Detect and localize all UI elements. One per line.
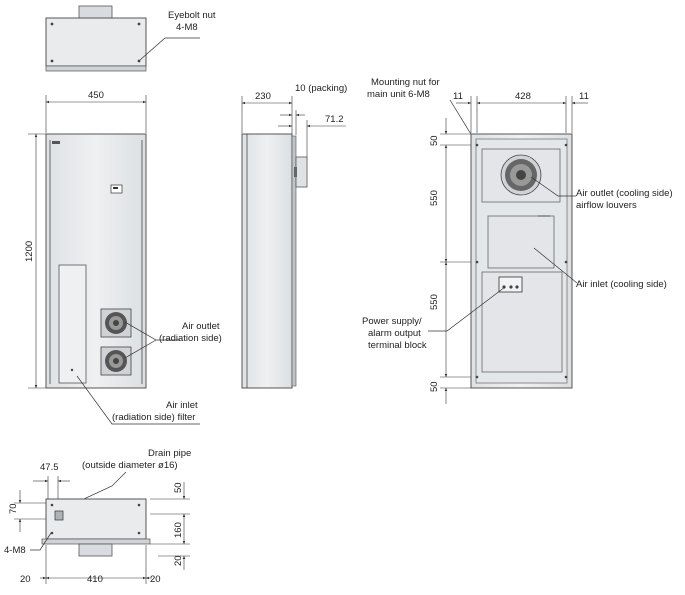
- eyebolt-leader: [139, 37, 200, 61]
- eyebolt-label-qty: 4-M8: [176, 22, 198, 33]
- top-view-collar: [78, 5, 113, 19]
- eyebolt-nut: [50, 22, 54, 26]
- radiation-outlet-fan-lower: [100, 346, 132, 376]
- eyebolt-label: Eyebolt nut: [168, 10, 216, 21]
- cooling-inlet-panel: [487, 215, 555, 269]
- terminal-block: [498, 276, 523, 293]
- eyebolt-nut: [137, 59, 141, 63]
- top-view-body: [45, 17, 147, 67]
- cooling-outlet-louver: [481, 148, 561, 203]
- rear-left-margin-dim: 11: [453, 91, 463, 102]
- front-view: 450 1200 Air outlet: [24, 90, 222, 425]
- side-depth-dim: 230: [255, 91, 271, 102]
- mounting-nut: [475, 260, 479, 264]
- side-view-protrusion: [295, 156, 308, 188]
- rear-pitch-dim: 428: [515, 91, 531, 102]
- bottom-dim-left: 20: [20, 574, 31, 585]
- terminal-label-2: alarm output: [368, 328, 421, 339]
- rear-v-dim-upper: 550: [429, 190, 440, 206]
- terminal-label: Power supply/: [362, 316, 422, 327]
- rear-outlet-sub: airflow louvers: [576, 200, 637, 211]
- front-height-dim: 1200: [24, 241, 35, 262]
- top-view-base: [45, 65, 147, 72]
- bottom-left-v-dim: 70: [8, 503, 19, 514]
- side-protrusion-dim: 71.2: [325, 114, 344, 125]
- rear-v-dim-lower: 550: [429, 294, 440, 310]
- bottom-right-v-dim-2: 160: [173, 522, 184, 538]
- rear-outlet-label: Air outlet (cooling side): [576, 188, 673, 199]
- front-air-outlet-label: Air outlet: [182, 321, 220, 332]
- drain-offset-dim: 47.5: [40, 462, 59, 473]
- rear-v-dim-top: 50: [429, 135, 440, 146]
- front-logo: [52, 141, 60, 144]
- front-width-dim: 450: [88, 90, 104, 101]
- bottom-view-flange: [41, 538, 151, 545]
- radiation-side-filter: [58, 264, 87, 384]
- mounting-nut: [564, 260, 568, 264]
- front-air-inlet-sub: (radiation side) filter: [112, 412, 195, 423]
- mounting-nut: [475, 143, 479, 147]
- bottom-dim-right: 20: [150, 574, 161, 585]
- eyebolt-nut: [137, 22, 141, 26]
- rear-inlet-label: Air inlet (cooling side): [576, 279, 667, 290]
- front-air-outlet-sub: (radiation side): [159, 333, 222, 344]
- rear-v-dim-bottom: 50: [429, 381, 440, 392]
- rear-right-margin-dim: 11: [579, 91, 589, 102]
- bottom-view-collar: [78, 543, 113, 557]
- front-air-inlet-label: Air inlet: [166, 400, 198, 411]
- rear-view: 11 428 11 Mounting nut for main unit 6-M…: [362, 77, 673, 404]
- rear-mount-qty: main unit 6-M8: [367, 89, 430, 100]
- terminal-label-3: terminal block: [368, 340, 427, 351]
- side-view: 230 10 (packing) 71.2: [241, 83, 347, 389]
- mounting-nut: [564, 375, 568, 379]
- drain-label-sub: (outside diameter ø16): [82, 460, 178, 471]
- eyebolt-nut: [50, 59, 54, 63]
- drain-label: Drain pipe: [148, 448, 191, 459]
- bottom-view: Drain pipe (outside diameter ø16) 47.5 7…: [4, 448, 191, 585]
- bottom-right-v-dim-1: 50: [173, 482, 184, 493]
- rear-mount-label: Mounting nut for: [371, 77, 440, 88]
- drain-pipe: [54, 510, 64, 521]
- side-view-gasket: [291, 135, 297, 387]
- bottom-right-v-dim-3: 20: [173, 555, 184, 566]
- side-view-body: [241, 133, 293, 389]
- bottom-dim-mid: 410: [87, 574, 103, 585]
- top-view: Eyebolt nut 4-M8: [45, 5, 216, 72]
- radiation-outlet-fan-upper: [100, 308, 132, 338]
- mounting-nut: [475, 375, 479, 379]
- bottom-nut-label: 4-M8: [4, 545, 26, 556]
- side-packing-dim: 10 (packing): [295, 83, 347, 94]
- mounting-nut: [564, 143, 568, 147]
